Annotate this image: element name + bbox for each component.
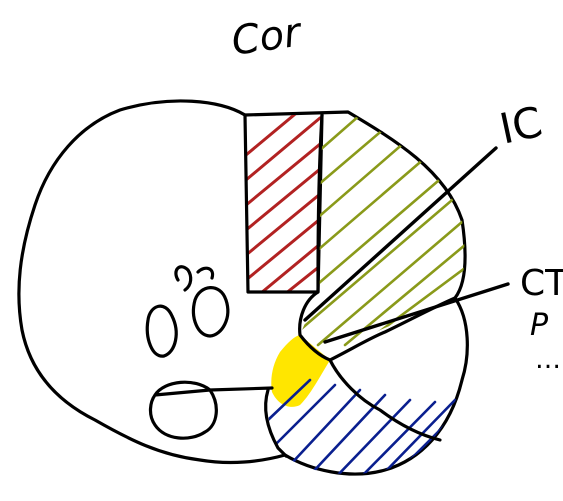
olive-region-border (300, 115, 455, 360)
yellow-region (271, 335, 330, 407)
ic-pointer-line (305, 148, 496, 320)
olive-hatched-region (300, 115, 465, 345)
label-ct-continued-2: … (535, 345, 561, 375)
blue-region-border (330, 360, 440, 440)
label-ct-continued-1: P (530, 308, 549, 343)
ct-pointer-line (325, 284, 508, 342)
ventricle-shape-left (147, 306, 176, 356)
lower-lobe-shape (150, 382, 272, 438)
section-outline (19, 101, 467, 474)
red-hatched-region (240, 110, 325, 298)
label-ic: IC (495, 97, 546, 154)
diagram-title: Cor (229, 9, 306, 64)
ventricle-shape-middle (193, 288, 227, 336)
label-ct: CT (520, 263, 563, 304)
